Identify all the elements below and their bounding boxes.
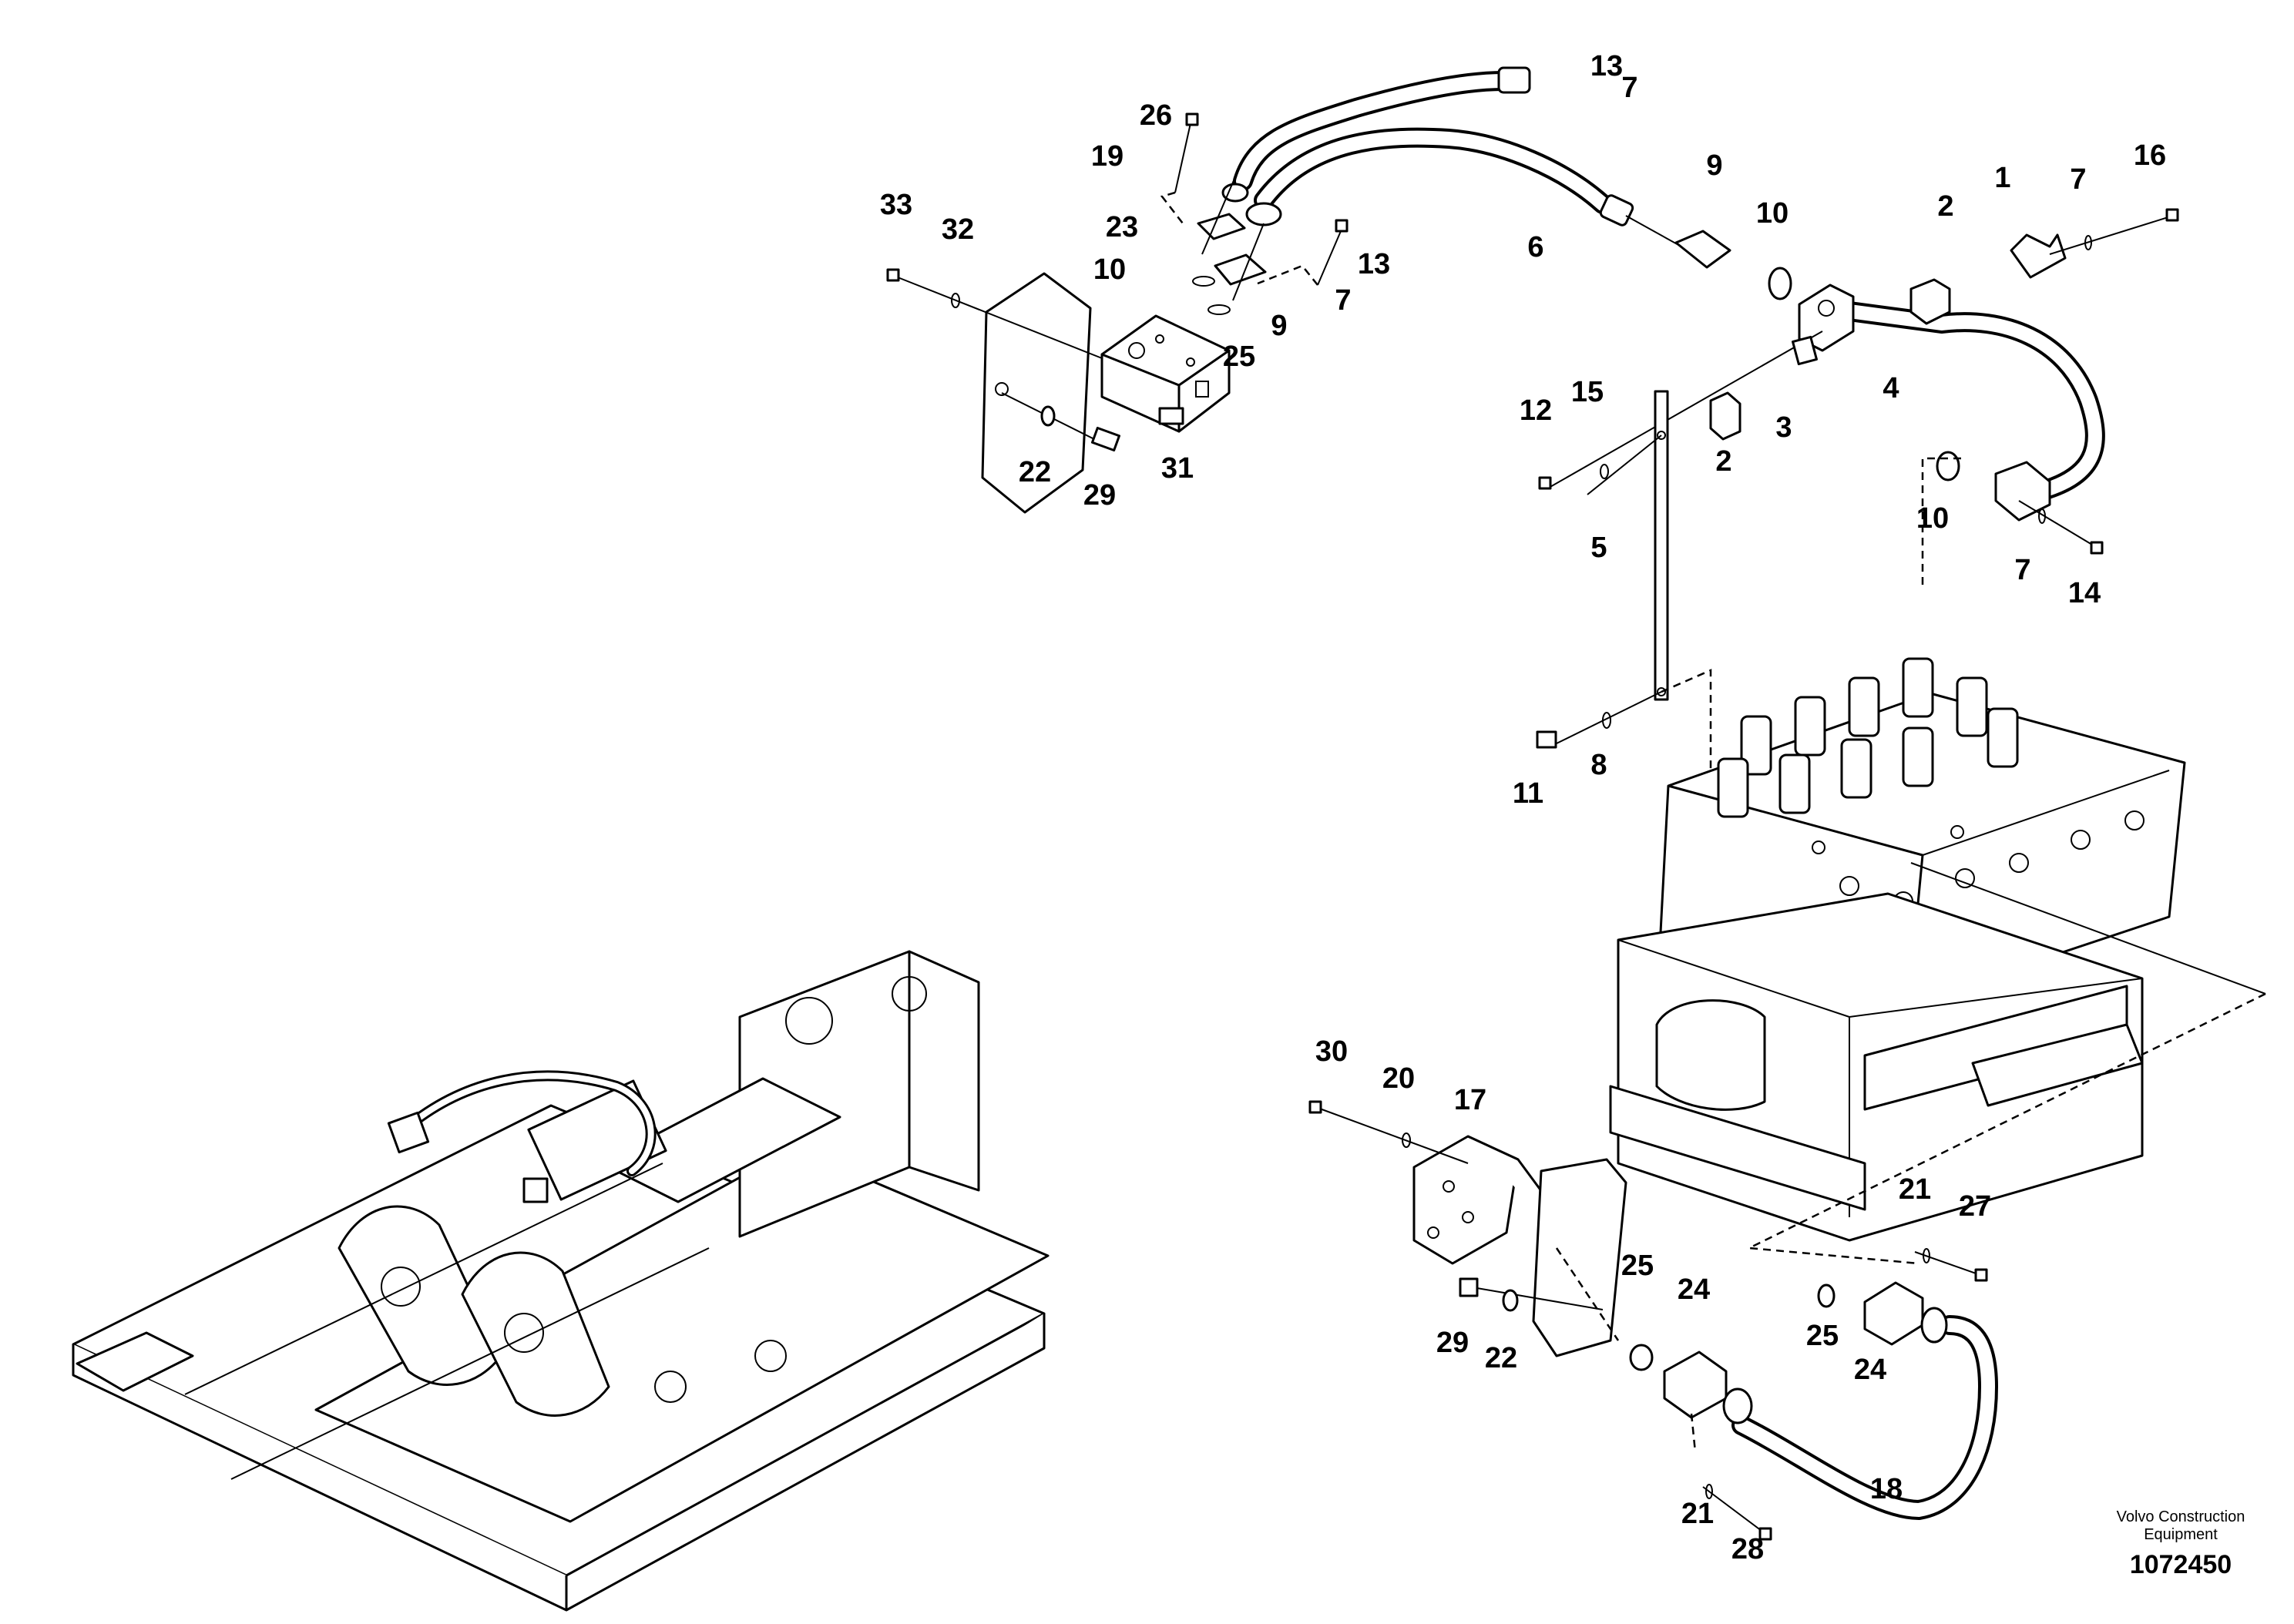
bar-5 — [1536, 390, 1712, 1086]
flange-clamps-left — [1192, 173, 1267, 315]
callout-7: 7 — [2014, 554, 2030, 586]
brand-line-2: Equipment — [2144, 1526, 2218, 1543]
spool-caps — [1717, 657, 2019, 818]
hose-18 — [1629, 1248, 1998, 1541]
callout-21: 21 — [1681, 1498, 1714, 1530]
callout-5: 5 — [1590, 532, 1607, 564]
bracket-17 — [1308, 1100, 1627, 1357]
callout-25: 25 — [1621, 1250, 1654, 1282]
callout-7: 7 — [2070, 163, 2086, 196]
callout-20: 20 — [1382, 1062, 1415, 1095]
callout-9: 9 — [1706, 149, 1722, 182]
tube-4 — [1548, 208, 2179, 586]
control-valve — [1609, 657, 2266, 1242]
callout-10: 10 — [1916, 502, 1949, 535]
callout-29: 29 — [1436, 1327, 1469, 1359]
callout-13: 13 — [1358, 248, 1390, 280]
callout-1: 1 — [1994, 162, 2010, 194]
callout-22: 22 — [1019, 456, 1051, 488]
callout-19: 19 — [1091, 140, 1123, 173]
hose-6 — [1221, 66, 1634, 226]
callout-33: 33 — [880, 189, 912, 221]
callout-30: 30 — [1315, 1035, 1348, 1068]
callout-3: 3 — [1775, 411, 1792, 444]
callout-2: 2 — [1715, 445, 1731, 478]
bolt-26 — [1160, 112, 1199, 224]
callout-17: 17 — [1454, 1084, 1486, 1116]
callout-23: 23 — [1106, 211, 1138, 243]
callout-29: 29 — [1083, 479, 1116, 512]
callout-10: 10 — [1756, 197, 1789, 230]
callout-13: 13 — [1590, 50, 1623, 82]
callout-27: 27 — [1959, 1190, 1991, 1223]
valve-block-31 — [1100, 314, 1231, 433]
machine-frame-overview — [72, 950, 1050, 1612]
caption-block: Volvo Construction Equipment 1072450 — [2117, 1508, 2245, 1579]
doc-number: 1072450 — [2130, 1550, 2232, 1579]
callout-24: 24 — [1854, 1354, 1886, 1386]
overview-hose — [387, 1070, 657, 1203]
callout-14: 14 — [2068, 577, 2101, 609]
bolt-13-left — [1257, 219, 1349, 286]
callout-24: 24 — [1678, 1273, 1710, 1306]
callout-28: 28 — [1731, 1533, 1764, 1565]
callout-32: 32 — [942, 213, 974, 246]
callout-8: 8 — [1590, 749, 1607, 781]
bracket-plate — [886, 268, 1121, 514]
callout-6: 6 — [1527, 231, 1543, 263]
callout-22: 22 — [1485, 1342, 1517, 1374]
callout-25: 25 — [1806, 1320, 1839, 1352]
callout-18: 18 — [1870, 1473, 1903, 1505]
brand-line-1: Volvo Construction — [2117, 1508, 2245, 1525]
callout-31: 31 — [1161, 452, 1194, 485]
callout-16: 16 — [2134, 139, 2166, 172]
callout-26: 26 — [1140, 99, 1172, 132]
callout-7: 7 — [1335, 284, 1351, 317]
callout-15: 15 — [1571, 376, 1604, 408]
callout-2: 2 — [1937, 190, 1953, 223]
callout-7: 7 — [1621, 72, 1637, 104]
callout-25: 25 — [1223, 341, 1255, 373]
callout-9: 9 — [1271, 310, 1287, 342]
callout-21: 21 — [1899, 1173, 1931, 1206]
callout-4: 4 — [1883, 372, 1899, 404]
callout-11: 11 — [1513, 777, 1543, 810]
callout-12: 12 — [1520, 394, 1552, 427]
callout-10: 10 — [1093, 253, 1126, 286]
